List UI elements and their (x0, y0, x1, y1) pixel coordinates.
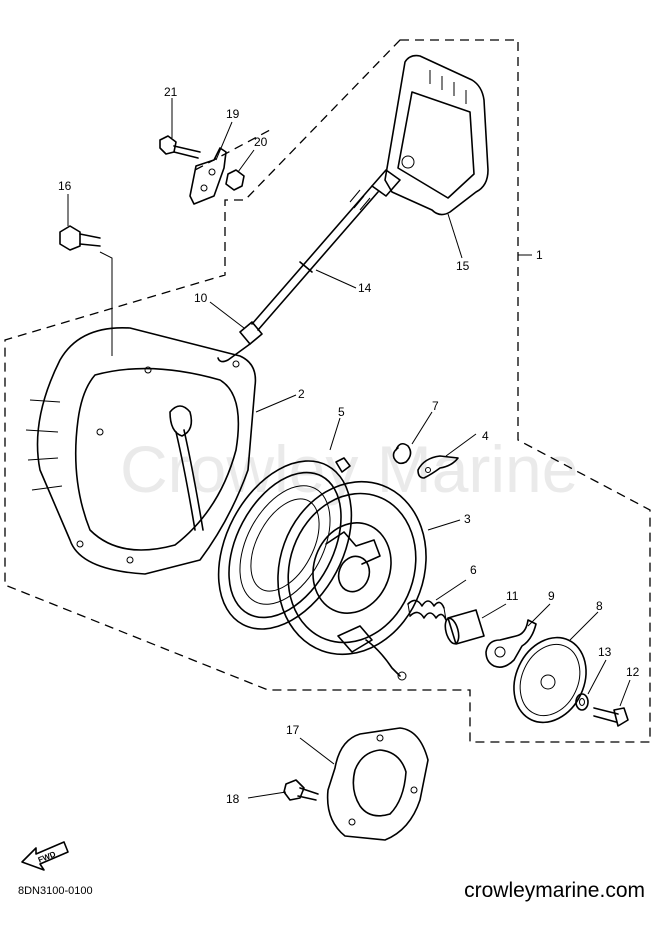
callout-5: 5 (338, 405, 345, 419)
washer-13 (575, 693, 589, 711)
starter-handle[interactable] (371, 54, 489, 216)
callout-19: 19 (226, 107, 240, 121)
pulley (277, 480, 427, 681)
callout-13: 13 (598, 645, 612, 659)
diagram-code: 8DN3100-0100 (18, 885, 93, 897)
callout-1: 1 (536, 248, 543, 262)
callout-6: 6 (470, 563, 477, 577)
callout-2: 2 (298, 387, 305, 401)
nut-20 (225, 169, 245, 191)
spiral-spring (217, 457, 353, 630)
callout-7: 7 (432, 399, 439, 413)
site-watermark[interactable]: crowleymarine.com (464, 879, 645, 902)
callout-3: 3 (464, 512, 471, 526)
fwd-arrow-icon: FWD (21, 841, 69, 871)
callout-14: 14 (358, 281, 372, 295)
callout-21: 21 (164, 85, 178, 99)
spring-6 (407, 599, 447, 621)
cover-plate-17 (326, 727, 429, 841)
callout-4: 4 (482, 429, 489, 443)
spring-7 (392, 442, 412, 465)
callout-numbers: 1 2 3 4 5 6 7 8 9 10 11 12 13 14 15 16 1… (58, 85, 640, 806)
bolt-16 (59, 225, 101, 251)
callout-12: 12 (626, 665, 640, 679)
drive-plate-9 (485, 619, 537, 668)
callout-15: 15 (456, 259, 470, 273)
assembly-outline (4, 39, 651, 743)
callout-9: 9 (548, 589, 555, 603)
starter-housing (25, 326, 257, 575)
leader-lines (67, 98, 631, 799)
bolt-21 (159, 135, 201, 159)
friction-plate-8 (513, 636, 587, 724)
pawl-4 (417, 455, 459, 479)
callout-10: 10 (194, 291, 208, 305)
callout-8: 8 (596, 599, 603, 613)
bracket-19 (189, 147, 227, 205)
callout-20: 20 (254, 135, 268, 149)
callout-17: 17 (286, 723, 300, 737)
callout-18: 18 (226, 792, 240, 806)
screw-18 (283, 779, 319, 801)
starter-rope (251, 185, 379, 331)
callout-11: 11 (506, 589, 519, 603)
callout-16: 16 (58, 179, 72, 193)
bolt-12 (593, 707, 629, 727)
bushing-11 (444, 609, 485, 645)
rope-guide (217, 321, 263, 363)
